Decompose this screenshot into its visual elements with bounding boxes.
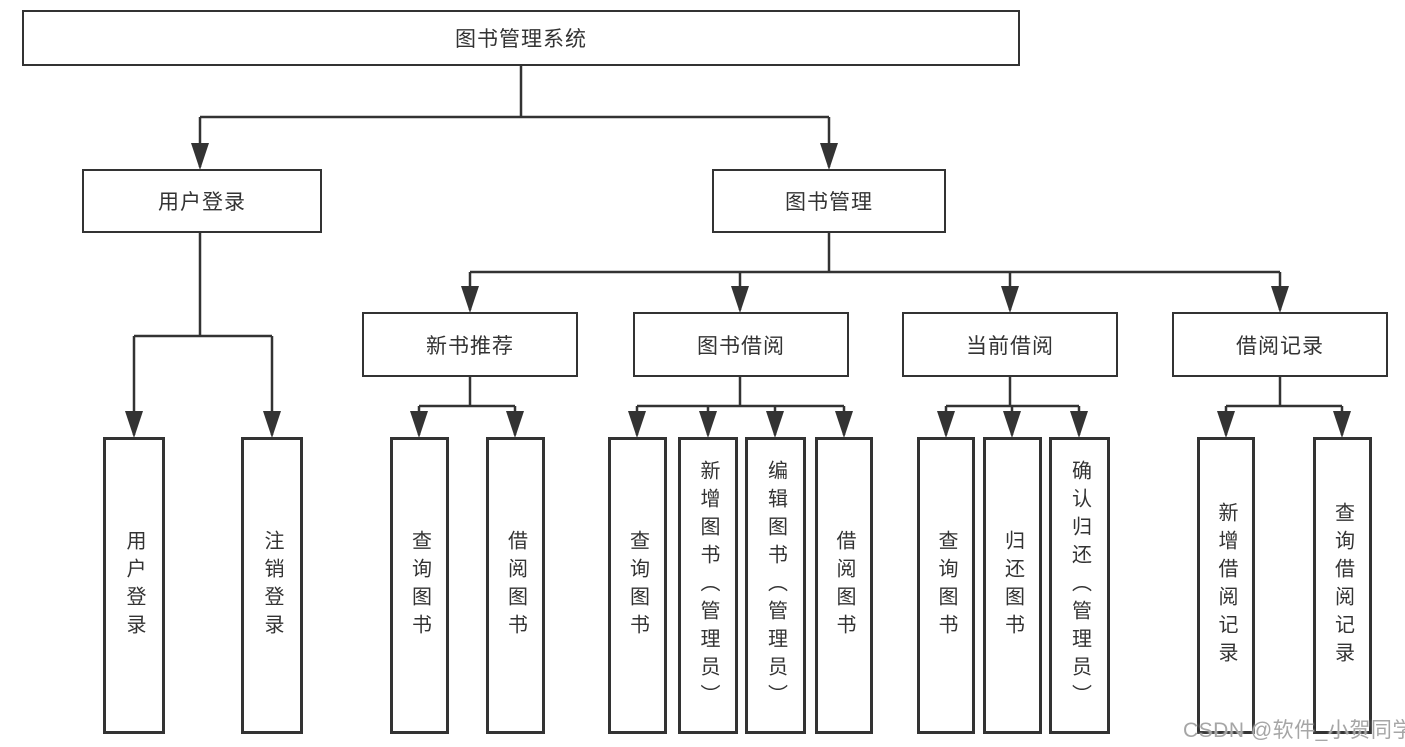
- node-label: 借阅图书: [504, 529, 527, 642]
- leaf-logout: 注销登录: [241, 437, 303, 734]
- leaf-borrow-books: 借阅图书: [815, 437, 873, 734]
- node-label: 新增图书（管理员）: [697, 459, 719, 712]
- node-label: 注销登录: [261, 529, 283, 642]
- leaf-return-books: 归还图书: [983, 437, 1042, 734]
- leaf-edit-books-admin: 编辑图书（管理员）: [745, 437, 806, 734]
- node-label: 编辑图书（管理员）: [764, 459, 787, 712]
- node-label: 查询图书: [935, 529, 957, 642]
- node-label: 借阅记录: [1236, 334, 1324, 358]
- node-label: 查询借阅记录: [1331, 501, 1354, 670]
- node-label: 当前借阅: [966, 334, 1054, 358]
- node-label: 图书管理系统: [455, 28, 587, 51]
- leaf-add-books-admin: 新增图书（管理员）: [678, 437, 738, 734]
- csdn-watermark: CSDN @软件_小贺同学: [1183, 719, 1405, 742]
- node-user-login: 用户登录: [82, 169, 322, 233]
- node-label: 确认归还（管理员）: [1068, 459, 1091, 712]
- node-label: 归还图书: [1001, 529, 1024, 642]
- node-label: 用户登录: [123, 529, 145, 642]
- connector-paths: [132, 66, 1344, 435]
- node-new-book-recommend: 新书推荐: [362, 312, 578, 377]
- node-label: 新书推荐: [426, 334, 514, 358]
- leaf-add-borrow-record: 新增借阅记录: [1197, 437, 1255, 734]
- node-book-management: 图书管理: [712, 169, 946, 233]
- node-label: 新增借阅记录: [1215, 501, 1237, 670]
- leaf-user-login: 用户登录: [103, 437, 165, 734]
- node-system-root: 图书管理系统: [22, 10, 1020, 66]
- leaf-query-books-recommend: 查询图书: [390, 437, 449, 734]
- node-label: 图书管理: [785, 191, 873, 214]
- node-label: 图书借阅: [697, 334, 785, 358]
- node-borrow-records: 借阅记录: [1172, 312, 1388, 377]
- node-label: 借阅图书: [833, 529, 855, 642]
- leaf-borrow-books-recommend: 借阅图书: [486, 437, 545, 734]
- leaf-query-books-borrow: 查询图书: [608, 437, 667, 734]
- node-label: 查询图书: [408, 529, 431, 642]
- node-current-borrow: 当前借阅: [902, 312, 1118, 377]
- node-book-borrow: 图书借阅: [633, 312, 849, 377]
- leaf-query-books-current: 查询图书: [917, 437, 975, 734]
- leaf-query-borrow-record: 查询借阅记录: [1313, 437, 1372, 734]
- node-label: 查询图书: [626, 529, 649, 642]
- leaf-confirm-return-admin: 确认归还（管理员）: [1049, 437, 1110, 734]
- node-label: 用户登录: [158, 191, 246, 214]
